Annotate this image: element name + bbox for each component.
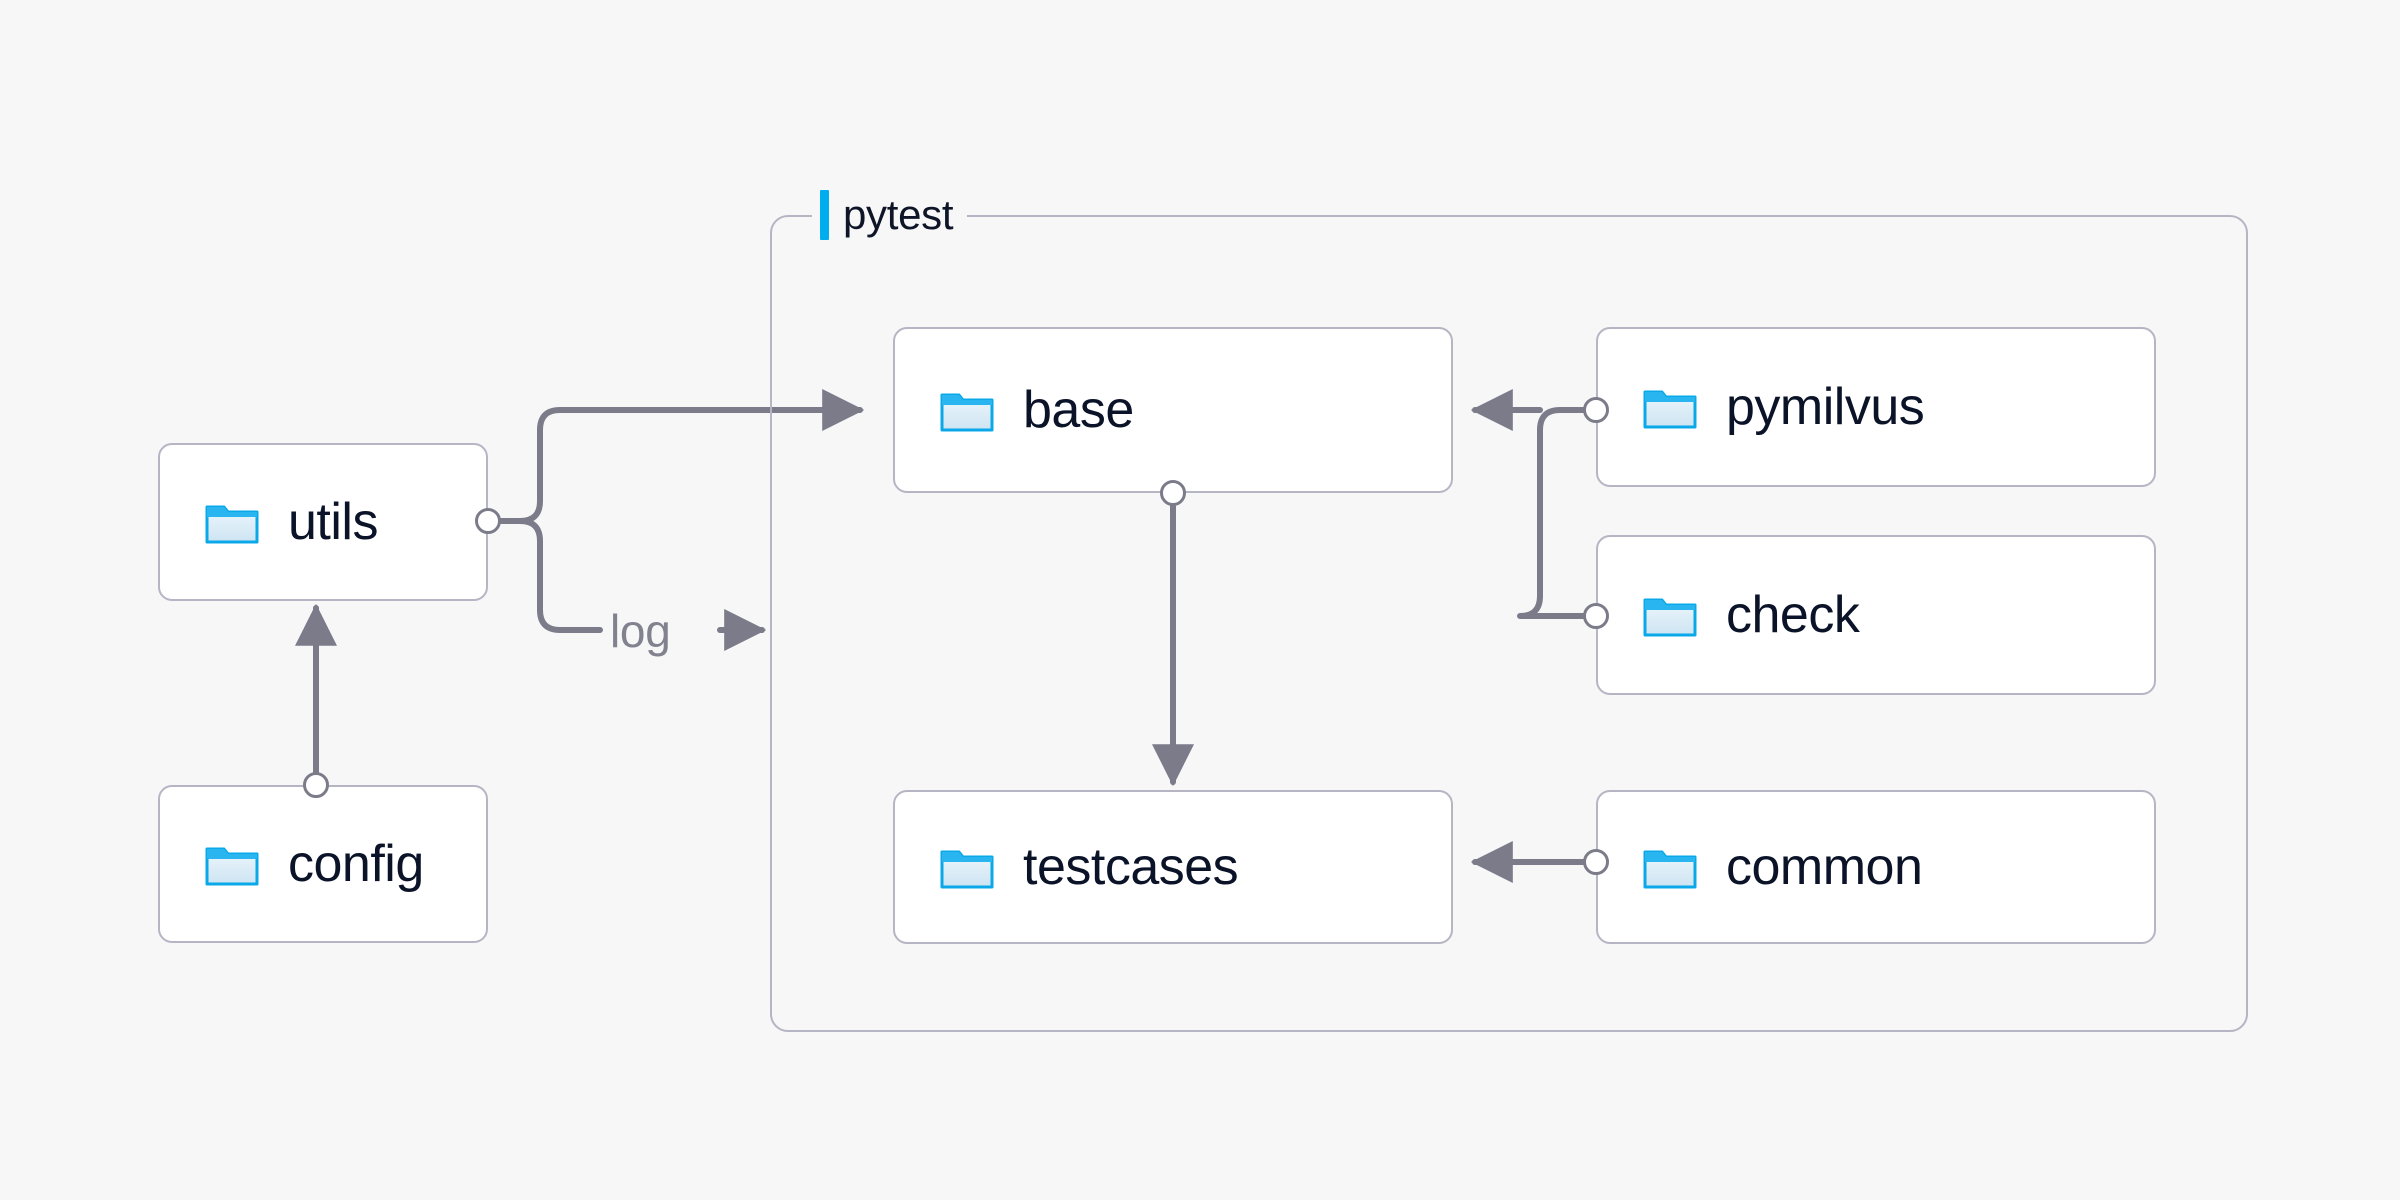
- folder-icon: [1643, 598, 1697, 637]
- port-base-bottom[interactable]: [1160, 480, 1186, 506]
- folder-icon: [205, 505, 259, 544]
- edge-label-log: log: [604, 608, 677, 654]
- folder-icon: [1643, 390, 1697, 429]
- accent-bar-icon: [820, 190, 829, 240]
- folder-icon: [940, 393, 994, 432]
- wire-utils-log: [517, 518, 603, 633]
- port-common-left[interactable]: [1583, 849, 1609, 875]
- group-pytest-label: pytest: [812, 188, 968, 242]
- node-base[interactable]: base: [893, 327, 1453, 493]
- node-common-label: common: [1726, 838, 1923, 896]
- node-testcases[interactable]: testcases: [893, 790, 1453, 944]
- port-pymilvus-left[interactable]: [1583, 397, 1609, 423]
- group-pytest-label-text: pytest: [843, 191, 954, 238]
- node-config[interactable]: config: [158, 785, 488, 943]
- node-utils[interactable]: utils: [158, 443, 488, 601]
- node-utils-label: utils: [288, 493, 378, 551]
- node-check-label: check: [1726, 586, 1860, 644]
- wire-pymilvus-base: [1517, 407, 1586, 619]
- group-pytest: [770, 215, 2248, 1032]
- folder-icon: [205, 847, 259, 886]
- port-config-top[interactable]: [303, 772, 329, 798]
- port-check-left[interactable]: [1583, 603, 1609, 629]
- node-pymilvus[interactable]: pymilvus: [1596, 327, 2156, 487]
- folder-icon: [940, 850, 994, 889]
- node-pymilvus-label: pymilvus: [1726, 378, 1925, 436]
- node-testcases-label: testcases: [1023, 838, 1239, 896]
- node-check[interactable]: check: [1596, 535, 2156, 695]
- node-config-label: config: [288, 835, 424, 893]
- node-base-label: base: [1023, 381, 1134, 439]
- port-utils-right[interactable]: [475, 508, 501, 534]
- node-common[interactable]: common: [1596, 790, 2156, 944]
- folder-icon: [1643, 850, 1697, 889]
